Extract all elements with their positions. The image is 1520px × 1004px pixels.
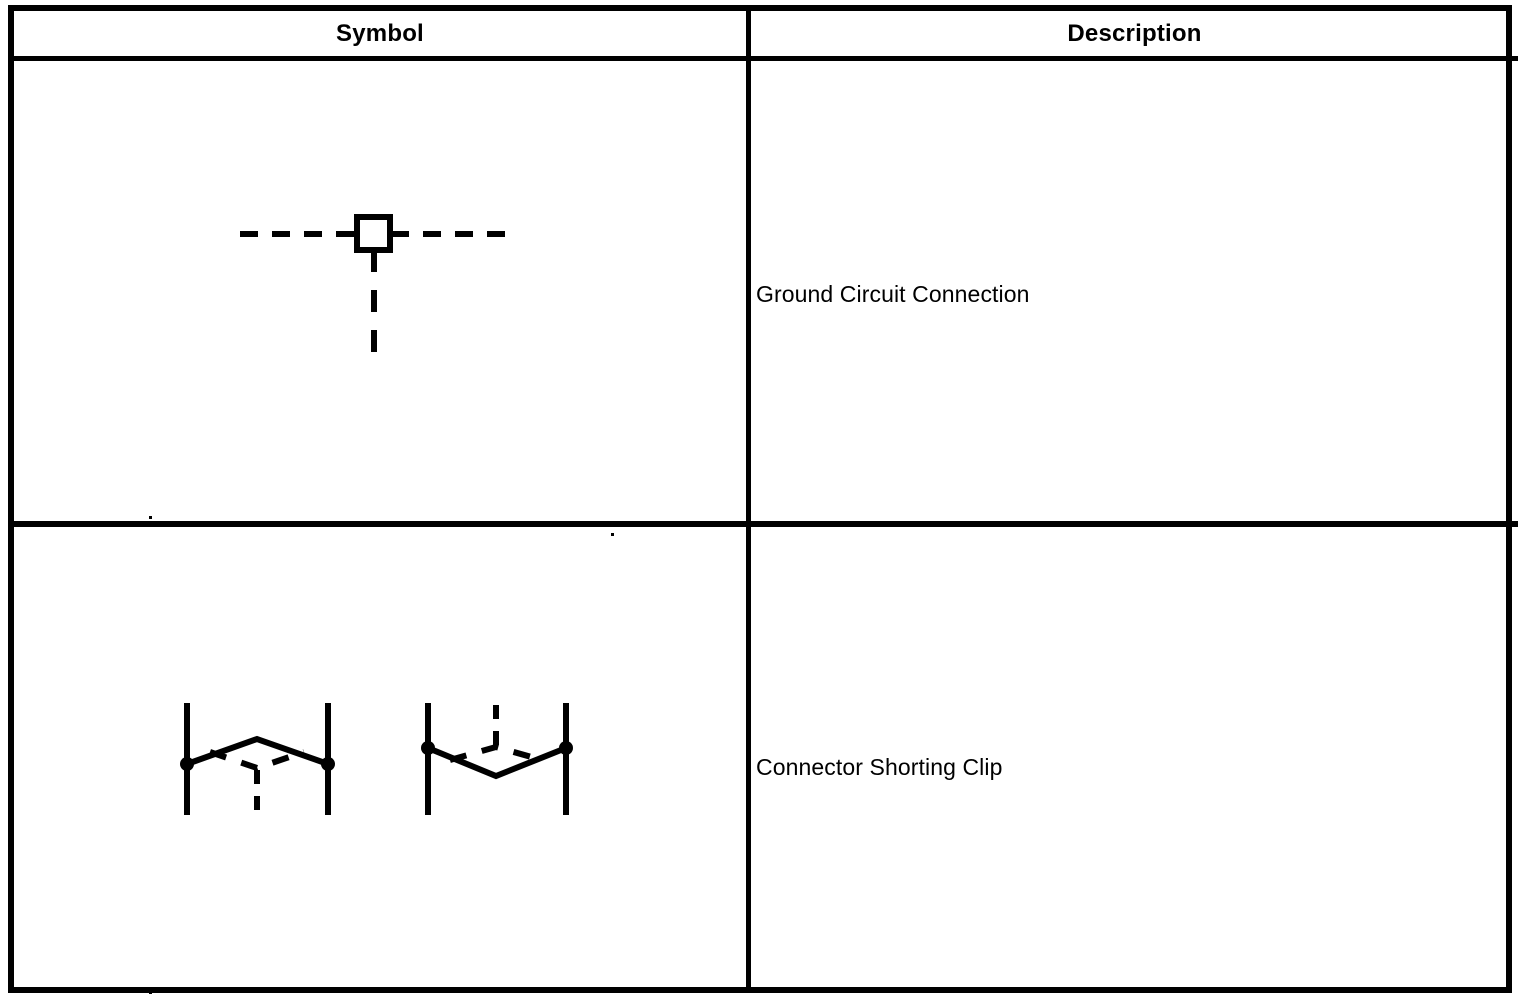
description-ground-circuit-connection: Ground Circuit Connection: [756, 281, 1030, 307]
column-divider-line: [746, 11, 751, 993]
column-header-description: Description: [1067, 19, 1202, 47]
scan-speck: [149, 991, 152, 994]
clip-left-contact-dot: [180, 757, 194, 771]
symbol-description-table: Symbol Description Ground Circuit Connec…: [8, 5, 1518, 994]
clip-left-contact-dot: [421, 741, 435, 755]
clip-solid-bridge: [426, 745, 568, 780]
clip-solid-bridge: [185, 735, 329, 767]
clip-right-contact-dot: [559, 741, 573, 755]
row-divider-line: [14, 521, 1518, 527]
clip-dashed-bridge: [449, 743, 543, 763]
connector-shorting-clip-symbol: [180, 703, 573, 815]
header-divider-line: [14, 56, 1518, 61]
square-terminal-box: [354, 214, 393, 253]
shorting-clip-closed-down: [425, 703, 569, 815]
scan-speck: [149, 516, 152, 519]
column-header-symbol: Symbol: [336, 19, 424, 47]
ground-circuit-connection-symbol: [240, 214, 512, 360]
clip-right-contact-dot: [321, 757, 335, 771]
clip-dashed-bridge: [209, 749, 305, 772]
shorting-clip-closed-up: [184, 703, 331, 815]
description-connector-shorting-clip: Connector Shorting Clip: [756, 754, 1003, 780]
scan-speck: [611, 533, 614, 536]
